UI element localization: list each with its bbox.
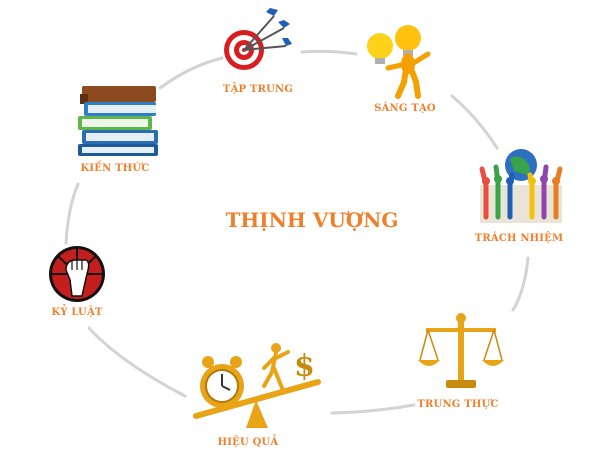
fist-badge-icon xyxy=(49,246,105,302)
ring-arc-hieuqua-kyluat xyxy=(87,326,187,398)
ring-arc-trachnhiem-trungthuc xyxy=(511,256,530,312)
node-label-trach-nhiem: TRÁCH NHIỆM xyxy=(474,233,564,244)
people-globe-icon xyxy=(479,149,563,223)
node-label-trung-thuc: TRUNG THỰC xyxy=(417,399,499,410)
node-label-tap-trung: TẬP TRUNG xyxy=(222,84,294,95)
balance-scale-icon xyxy=(418,313,504,388)
ring-arc-sangtao-trachnhiem xyxy=(450,94,499,150)
node-label-sang-tao: SÁNG TẠO xyxy=(374,103,436,114)
node-label-ky-luat: KỶ LUẬT xyxy=(51,307,103,318)
ring-arc-kienthuc-taptrung xyxy=(158,56,224,90)
lightbulb-figure-icon xyxy=(367,25,431,99)
ring-arc-taptrung-sangtao xyxy=(300,49,358,56)
svg-text:$: $ xyxy=(294,349,315,384)
ring-arc-kyluat-kienthuc xyxy=(64,182,80,245)
node-label-hieu-qua: HIỆU QUẢ xyxy=(217,437,279,448)
books-icon xyxy=(78,86,158,156)
clock-seesaw-icon: $ xyxy=(193,343,321,428)
ring-arc-trungthuc-hieuqua xyxy=(330,403,416,415)
center-title: THỊNH VƯỢNG xyxy=(225,208,399,232)
target-icon xyxy=(224,8,292,70)
node-label-kien-thuc: KIẾN THỨC xyxy=(80,163,150,174)
